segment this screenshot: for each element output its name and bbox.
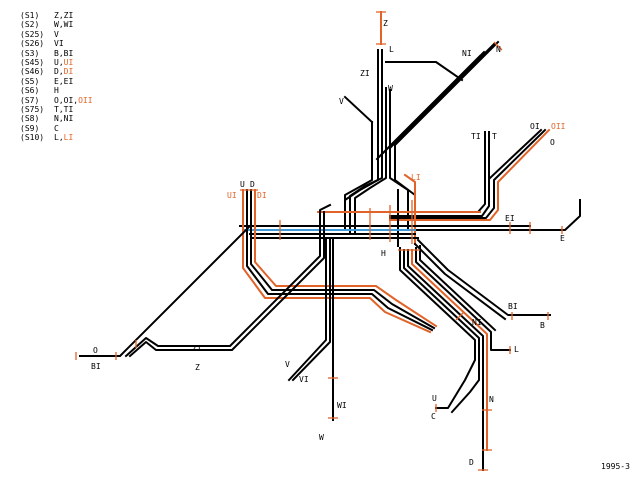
route-line	[389, 128, 547, 219]
route-line	[389, 131, 490, 217]
legend: (S1)Z,ZI (S2)W,WI (S25)V (S26)VI (S3)B,B…	[20, 11, 93, 142]
route-line	[343, 95, 374, 124]
station-label: OII	[551, 122, 566, 131]
station-label: O	[550, 138, 555, 147]
route-line	[389, 128, 551, 221]
route-line	[354, 87, 387, 235]
route-line	[385, 61, 464, 82]
station-label: W	[388, 84, 393, 93]
route-line	[291, 239, 331, 382]
station-label: B	[540, 321, 545, 330]
legend-row: (S26)VI	[20, 39, 64, 49]
station-label: V	[339, 97, 344, 106]
station-label: H	[381, 249, 386, 258]
station-label: D	[469, 458, 474, 467]
station-label: NI	[472, 318, 482, 327]
station-label: BI	[508, 302, 518, 311]
station-label: N	[489, 395, 494, 404]
route-lines	[79, 11, 581, 471]
station-label: N	[496, 45, 501, 54]
route-line	[413, 242, 507, 321]
legend-row: (S46)D,DI	[20, 67, 74, 77]
legend-row: (S2)W,WI	[20, 20, 74, 30]
station-label: WI	[337, 401, 347, 410]
station-label: TI	[471, 132, 481, 141]
station-label: DI	[257, 191, 267, 200]
station-label: W	[319, 433, 324, 442]
station-label: D	[250, 180, 255, 189]
legend-row: (S5)E,EI	[20, 76, 74, 86]
station-label: U	[240, 180, 245, 189]
edition-label: 1995-3	[601, 462, 630, 471]
route-line	[246, 189, 434, 332]
route-line	[319, 199, 581, 231]
route-line	[411, 249, 488, 451]
station-label: UI	[227, 191, 237, 200]
legend-row: (S45)U,UI	[20, 57, 74, 67]
station-label: U	[432, 394, 437, 403]
route-line	[399, 247, 476, 409]
route-line	[242, 189, 432, 334]
station-label: V	[285, 360, 290, 369]
route-line	[349, 49, 383, 233]
legend-row: (S6)H	[20, 86, 59, 96]
route-line	[389, 131, 486, 213]
station-label: L	[389, 45, 394, 54]
station-labels: Z L NI N ZI W V TI T OI OII O LI U D UI …	[91, 19, 566, 467]
legend-row: (S1)Z,ZI	[20, 11, 74, 20]
legend-row: (S7)O,OI,OII	[20, 95, 93, 105]
terminus-tick	[455, 311, 465, 321]
station-label: VI	[299, 375, 309, 384]
route-line	[488, 128, 543, 180]
station-label: O	[93, 346, 98, 355]
route-line	[403, 249, 480, 414]
route-line	[287, 239, 327, 382]
station-label: E	[560, 234, 565, 243]
station-label: EI	[505, 214, 515, 223]
station-label: Z	[383, 19, 388, 28]
route-line	[415, 247, 511, 351]
station-label: T	[492, 132, 497, 141]
terminus-ticks	[75, 11, 563, 471]
route-line	[416, 238, 551, 316]
route-line	[124, 203, 332, 358]
route-line	[344, 121, 373, 226]
legend-row: (S75)T,TI	[20, 104, 74, 114]
station-label: BI	[91, 362, 101, 371]
station-label: L	[514, 345, 519, 354]
station-label: LI	[411, 173, 421, 182]
route-line	[419, 245, 497, 332]
route-line	[403, 173, 416, 245]
route-line	[407, 249, 484, 471]
legend-row: (S25)V	[20, 29, 59, 39]
station-label: NI	[462, 49, 472, 58]
legend-row: (S3)B,BI	[20, 48, 74, 58]
legend-row: (S8)N,NI	[20, 114, 74, 124]
terminus-tick	[493, 41, 503, 51]
route-line	[389, 42, 496, 149]
station-label: C	[431, 412, 436, 421]
legend-row: (S9)C	[20, 123, 59, 133]
station-label: Z	[195, 363, 200, 372]
route-line	[250, 189, 436, 330]
station-label: OI	[530, 122, 540, 131]
route-line	[79, 224, 252, 357]
route-line	[375, 54, 482, 161]
legend-row: (S10)L,LI	[20, 133, 74, 143]
station-label: ZI	[360, 69, 370, 78]
station-label: ZI	[192, 344, 202, 353]
route-line	[128, 211, 325, 358]
